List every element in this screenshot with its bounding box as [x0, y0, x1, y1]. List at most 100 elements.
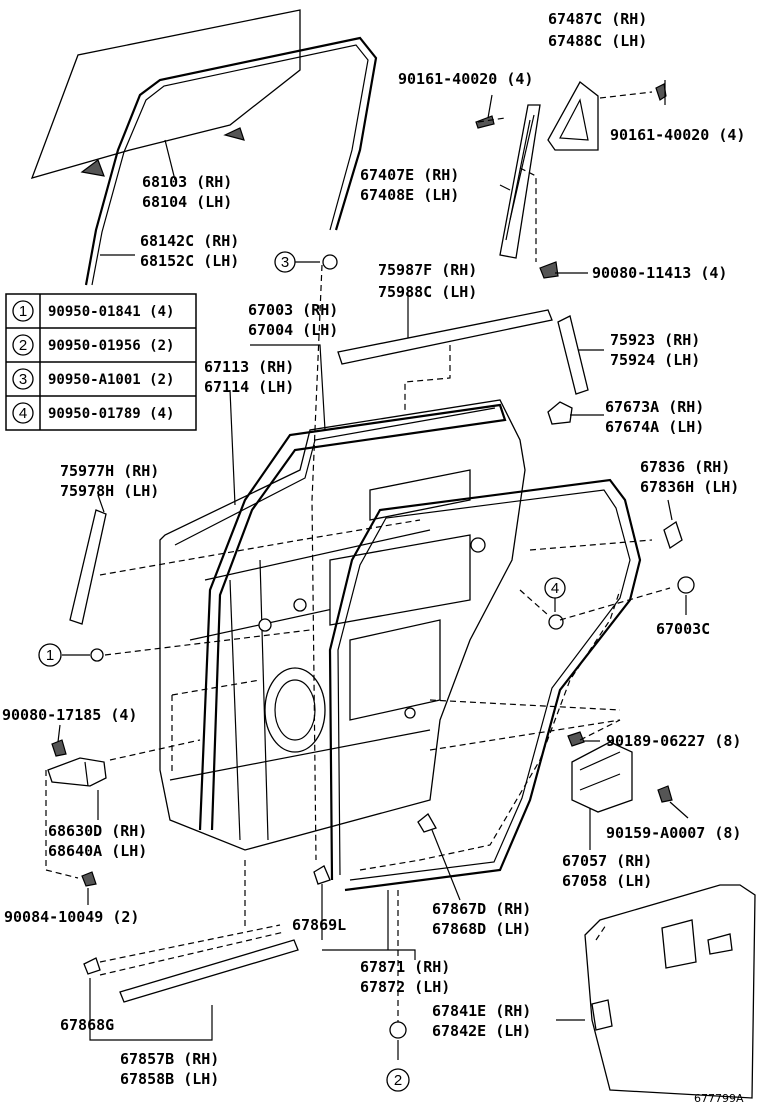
svg-text:67867D (RH): 67867D (RH) [432, 900, 531, 918]
legend-part: 90950-01789 (4) [48, 406, 174, 422]
svg-text:90161-40020 (4): 90161-40020 (4) [610, 126, 745, 144]
callout-75923: 75923 (RH) 75924 (LH) [610, 331, 700, 369]
door-frame-garnish [557, 315, 589, 395]
legend-num: 1 [19, 303, 27, 320]
legend-row: 1 90950-01841 (4) [12, 300, 174, 322]
callout-67871: 67871 (RH) 67872 (LH) [360, 958, 450, 996]
svg-text:75923 (RH): 75923 (RH) [610, 331, 700, 349]
window-frame-moulding [499, 104, 541, 259]
svg-text:68152C (LH): 68152C (LH) [140, 252, 239, 270]
svg-text:67836 (RH): 67836 (RH) [640, 458, 730, 476]
frame-corner-piece [547, 81, 599, 151]
marker-3: 3 [274, 251, 320, 273]
legend-part: 90950-A1001 (2) [48, 372, 174, 388]
figure-code: 677799A [694, 1092, 744, 1105]
callout-90161-right: 90161-40020 (4) [610, 126, 745, 144]
svg-text:67487C (RH): 67487C (RH) [548, 10, 647, 28]
legend-table: 1 90950-01841 (4) 2 90950-01956 (2) 3 90… [5, 293, 197, 431]
legend-row: 2 90950-01956 (2) [12, 334, 174, 356]
svg-text:75988C (LH): 75988C (LH) [378, 283, 477, 301]
door-inner-frame [198, 403, 507, 831]
svg-text:90189-06227 (8): 90189-06227 (8) [606, 732, 741, 750]
svg-text:67841E (RH): 67841E (RH) [432, 1002, 531, 1020]
svg-text:67057 (RH): 67057 (RH) [562, 852, 652, 870]
svg-text:67114 (LH): 67114 (LH) [204, 378, 294, 396]
callout-67867: 67867D (RH) 67868D (LH) [432, 900, 531, 938]
svg-text:68640A (LH): 68640A (LH) [48, 842, 147, 860]
callout-67113: 67113 (RH) 67114 (LH) [204, 358, 294, 396]
door-scuff-plate [99, 924, 299, 1003]
glass-run-channel [84, 36, 378, 286]
svg-text:68630D (RH): 68630D (RH) [48, 822, 147, 840]
callout-67836: 67836 (RH) 67836H (LH) [640, 458, 739, 496]
callout-90080-17185: 90080-17185 (4) [2, 706, 137, 724]
svg-text:67858B (LH): 67858B (LH) [120, 1070, 219, 1088]
callout-68142: 68142C (RH) 68152C (LH) [140, 232, 239, 270]
callout-67868g: 67868G [60, 1016, 114, 1034]
rear-door-panel [159, 399, 526, 851]
legend-row: 4 90950-01789 (4) [12, 402, 174, 424]
legend-num: 2 [19, 337, 27, 354]
regulator-motor [571, 741, 633, 813]
legend-part: 90950-01956 (2) [48, 338, 174, 354]
svg-text:67113 (RH): 67113 (RH) [204, 358, 294, 376]
svg-text:67872 (LH): 67872 (LH) [360, 978, 450, 996]
callout-67057: 67057 (RH) 67058 (LH) [562, 852, 652, 890]
door-trim-board [584, 884, 756, 1099]
callout-90159: 90159-A0007 (8) [606, 824, 741, 842]
svg-text:90080-11413 (4): 90080-11413 (4) [592, 264, 727, 282]
svg-text:67836H (LH): 67836H (LH) [640, 478, 739, 496]
svg-text:75924 (LH): 75924 (LH) [610, 351, 700, 369]
svg-text:67674A (LH): 67674A (LH) [605, 418, 704, 436]
callout-67407: 67407E (RH) 67408E (LH) [360, 166, 459, 204]
svg-text:67869L: 67869L [292, 916, 346, 934]
legend-num: 4 [19, 405, 27, 422]
marker-2: 2 [386, 1068, 410, 1092]
callout-67003c: 67003C [656, 620, 710, 638]
callout-68630: 68630D (RH) 68640A (LH) [48, 822, 147, 860]
svg-text:67058 (LH): 67058 (LH) [562, 872, 652, 890]
door-outer-garnish [69, 509, 107, 625]
svg-text:90080-17185 (4): 90080-17185 (4) [2, 706, 137, 724]
bolt-icon [475, 83, 667, 279]
callout-75987: 75987F (RH) 75988C (LH) [378, 261, 477, 301]
door-weatherstrip [328, 478, 642, 892]
callout-67841: 67841E (RH) 67842E (LH) [432, 1002, 531, 1040]
callout-90084: 90084-10049 (2) [4, 908, 139, 926]
svg-text:1: 1 [46, 647, 54, 664]
legend-part: 90950-01841 (4) [48, 304, 174, 320]
belt-moulding [337, 309, 553, 365]
svg-text:67868G: 67868G [60, 1016, 114, 1034]
svg-text:67842E (LH): 67842E (LH) [432, 1022, 531, 1040]
door-check [47, 757, 107, 787]
svg-text:67868D (LH): 67868D (LH) [432, 920, 531, 938]
marker-1: 1 [38, 643, 62, 667]
svg-text:67003 (RH): 67003 (RH) [248, 301, 338, 319]
svg-text:3: 3 [281, 254, 289, 271]
svg-text:67408E (LH): 67408E (LH) [360, 186, 459, 204]
svg-text:90159-A0007 (8): 90159-A0007 (8) [606, 824, 741, 842]
door-glass [30, 9, 301, 179]
svg-text:68142C (RH): 68142C (RH) [140, 232, 239, 250]
svg-text:90161-40020 (4): 90161-40020 (4) [398, 70, 533, 88]
svg-text:75978H (LH): 75978H (LH) [60, 482, 159, 500]
callout-68103: 68103 (RH) 68104 (LH) [142, 173, 232, 211]
svg-text:4: 4 [551, 580, 559, 597]
callout-75977: 75977H (RH) 75978H (LH) [60, 462, 159, 500]
svg-text:67871 (RH): 67871 (RH) [360, 958, 450, 976]
svg-text:90084-10049 (2): 90084-10049 (2) [4, 908, 139, 926]
svg-text:75977H (RH): 75977H (RH) [60, 462, 159, 480]
svg-text:68103 (RH): 68103 (RH) [142, 173, 232, 191]
svg-text:67003C: 67003C [656, 620, 710, 638]
door-stop-bracket [547, 401, 573, 425]
svg-text:67488C (LH): 67488C (LH) [548, 32, 647, 50]
svg-text:2: 2 [394, 1072, 402, 1089]
svg-text:67004 (LH): 67004 (LH) [248, 321, 338, 339]
callout-67869: 67869L [292, 916, 346, 934]
callout-67487: 67487C (RH) 67488C (LH) [548, 10, 647, 50]
callout-67857: 67857B (RH) 67858B (LH) [120, 1050, 219, 1088]
callout-90189: 90189-06227 (8) [606, 732, 741, 750]
svg-text:67673A (RH): 67673A (RH) [605, 398, 704, 416]
svg-text:68104 (LH): 68104 (LH) [142, 193, 232, 211]
